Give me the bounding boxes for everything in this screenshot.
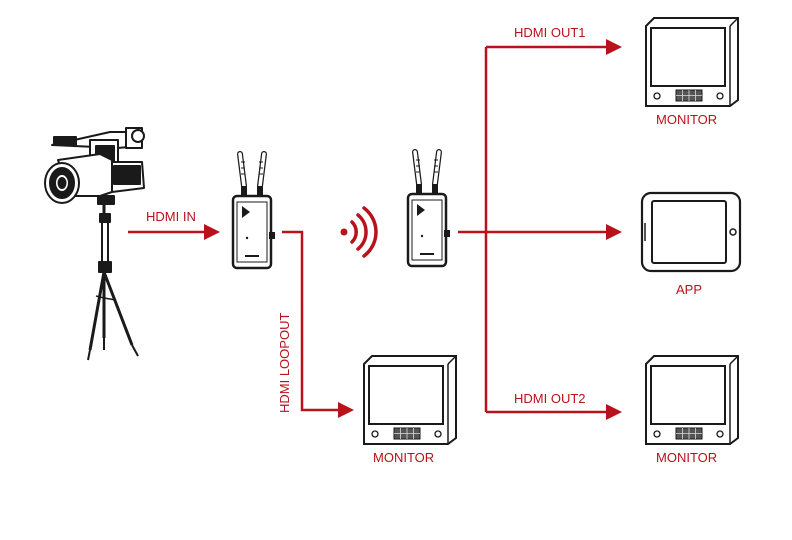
hdmi-out2-arrow — [486, 404, 622, 420]
app-label: APP — [676, 282, 703, 297]
transmitter-icon — [233, 154, 275, 268]
wireless-signal-icon — [340, 206, 378, 258]
monitor-out1-label: MONITOR — [656, 112, 718, 127]
hdmi-loopout-label: HDMI LOOPOUT — [277, 312, 292, 413]
monitor-out2-icon — [645, 355, 739, 445]
hdmi-out2-label: HDMI OUT2 — [514, 391, 586, 406]
hdmi-in-arrow — [128, 224, 220, 240]
hdmi-loopout-arrow — [282, 230, 354, 418]
monitor-loop-label: MONITOR — [373, 450, 435, 465]
hdmi-in-label: HDMI IN — [146, 209, 196, 224]
app-arrow — [486, 224, 622, 240]
monitor-out1-icon — [645, 17, 739, 107]
receiver-output-bus — [458, 47, 488, 412]
hdmi-out1-arrow — [486, 39, 622, 55]
monitor-out2-label: MONITOR — [656, 450, 718, 465]
camcorder-on-tripod-icon — [44, 127, 145, 361]
tablet-icon — [640, 191, 742, 273]
receiver-icon — [408, 152, 450, 266]
monitor-loop-icon — [363, 355, 457, 445]
hdmi-out1-label: HDMI OUT1 — [514, 25, 586, 40]
